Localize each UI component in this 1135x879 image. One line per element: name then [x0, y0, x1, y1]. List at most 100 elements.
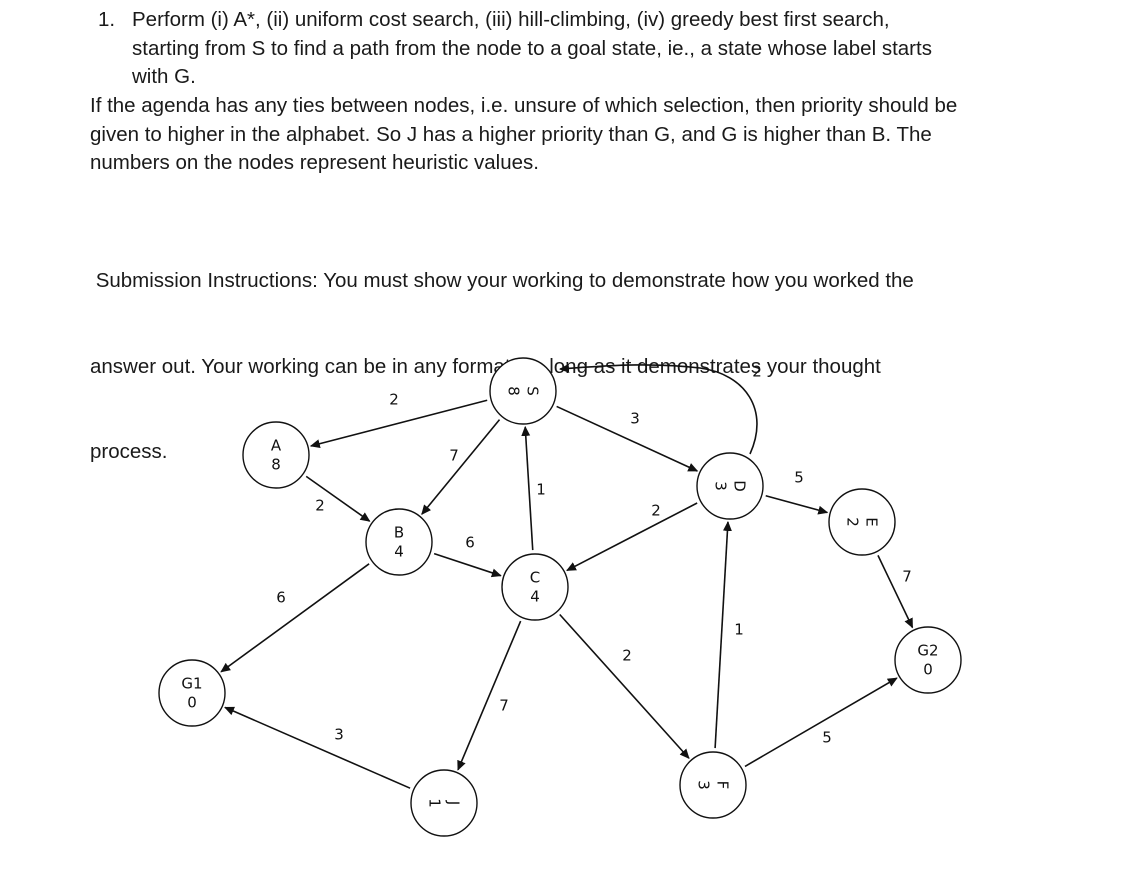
tie-rule-line: If the agenda has any ties between nodes… [90, 94, 958, 117]
edge-line [521, 425, 534, 551]
node-heuristic: 0 [923, 661, 933, 679]
node-text-group: F3 [695, 780, 732, 790]
edge-cost-label: 3 [630, 410, 640, 428]
edge-s-d: 3 [556, 405, 699, 472]
edge-d-s: 2 [559, 363, 762, 455]
tie-rule-line: numbers on the nodes represent heuristic… [90, 151, 539, 174]
node-circle [489, 357, 557, 425]
node-circle [365, 508, 433, 576]
question-text: Perform (i) A*, (ii) uniform cost search… [132, 6, 1098, 92]
tie-rule-paragraph: If the agenda has any ties between nodes… [90, 92, 1110, 178]
node-label: F [714, 781, 732, 790]
tie-rule-line: given to higher in the alphabet. So J ha… [90, 122, 932, 146]
node-circle [158, 659, 226, 727]
node-g1: G10 [158, 659, 226, 727]
submission-line: Submission Instructions: You must show y… [90, 269, 914, 292]
node-s: S8 [489, 357, 557, 425]
edge-s-b: 7 [421, 419, 501, 515]
node-heuristic: 3 [695, 780, 713, 790]
node-text-group: B4 [394, 524, 404, 561]
edge-line [220, 563, 370, 673]
edge-d-c: 2 [566, 502, 698, 572]
submission-line: answer out. Your working can be in any f… [90, 354, 881, 378]
node-text-group: C4 [530, 569, 540, 606]
node-label: B [394, 524, 404, 542]
edge-line [421, 419, 501, 515]
edge-c-s: 1 [521, 425, 546, 551]
node-text-group: S8 [505, 386, 542, 396]
question-1: 1. Perform (i) A*, (ii) uniform cost sea… [98, 6, 1098, 92]
node-circle [501, 553, 569, 621]
edge-cost-label: 7 [902, 568, 912, 586]
node-text-group: G10 [181, 675, 202, 712]
edge-c-f: 2 [559, 613, 690, 759]
node-label: D [731, 480, 749, 492]
edge-j-g1: 3 [224, 706, 411, 789]
edge-cost-label: 3 [334, 726, 344, 744]
node-text-group: A8 [271, 437, 282, 474]
node-f: F3 [679, 751, 747, 819]
node-j: J1 [410, 769, 478, 837]
edge-line [305, 475, 371, 522]
edge-c-j: 7 [457, 620, 522, 771]
node-circle [679, 751, 747, 819]
edge-e-g2: 7 [877, 555, 914, 629]
edge-line [559, 613, 690, 759]
node-circle [828, 488, 896, 556]
edge-line [556, 405, 699, 472]
question-line: Perform (i) A*, (ii) uniform cost search… [132, 8, 890, 31]
edge-line [309, 399, 488, 449]
node-heuristic: 8 [271, 456, 281, 474]
edge-line [433, 552, 502, 578]
node-text-group: J1 [426, 798, 463, 808]
node-heuristic: 8 [505, 386, 523, 396]
node-circle [242, 421, 310, 489]
edge-b-c: 6 [433, 534, 502, 578]
edge-cost-label: 2 [315, 497, 325, 515]
edge-line [714, 520, 732, 749]
question-number: 1. [98, 8, 116, 31]
node-label: S [524, 386, 542, 396]
node-heuristic: 4 [394, 543, 404, 561]
edge-line [566, 502, 698, 572]
node-text-group: D3 [712, 480, 749, 492]
edge-cost-label: 6 [276, 589, 286, 607]
node-label: C [530, 569, 540, 587]
edge-cost-label: 7 [449, 447, 459, 465]
node-circle [410, 769, 478, 837]
node-heuristic: 0 [187, 694, 197, 712]
node-e: E2 [828, 488, 896, 556]
edge-line [744, 677, 898, 768]
node-heuristic: 2 [844, 517, 862, 527]
node-b: B4 [365, 508, 433, 576]
question-line: with G. [132, 65, 196, 88]
edge-line [559, 363, 758, 455]
node-d: D3 [696, 452, 764, 520]
edge-a-b: 2 [305, 475, 371, 522]
node-label: A [271, 437, 282, 455]
edge-cost-label: 5 [822, 729, 832, 747]
edge-cost-label: 5 [794, 469, 804, 487]
node-label: G2 [917, 642, 938, 660]
edge-line [224, 706, 411, 789]
node-heuristic: 1 [426, 798, 444, 808]
edge-s-a: 2 [309, 391, 488, 449]
node-heuristic: 3 [712, 481, 730, 491]
node-c: C4 [501, 553, 569, 621]
node-circle [894, 626, 962, 694]
edge-d-e: 5 [765, 469, 829, 515]
submission-line: process. [90, 440, 168, 463]
edge-cost-label: 1 [536, 481, 546, 499]
edge-cost-label: 2 [622, 647, 632, 665]
submission-instructions: Submission Instructions: You must show y… [90, 210, 1110, 495]
node-text-group: G20 [917, 642, 938, 679]
edge-b-g1: 6 [220, 563, 370, 673]
edge-line [457, 620, 522, 771]
edge-cost-label: 2 [389, 391, 399, 409]
edge-cost-label: 2 [752, 363, 762, 381]
node-g2: G20 [894, 626, 962, 694]
edge-f-g2: 5 [744, 677, 898, 768]
